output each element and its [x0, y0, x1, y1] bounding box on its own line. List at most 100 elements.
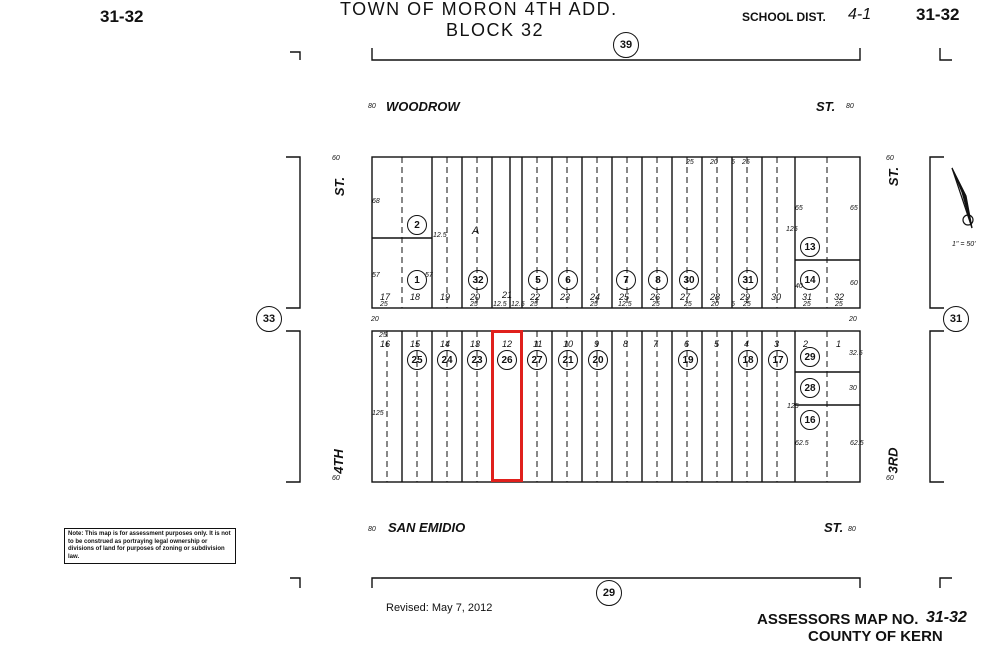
- lot-number: 21: [502, 290, 513, 300]
- parcel-number[interactable]: 17: [768, 350, 788, 370]
- lot-number: 22: [530, 292, 541, 302]
- street-east-lower: 3RD: [885, 447, 901, 474]
- parcel-number[interactable]: 21: [558, 350, 578, 370]
- lot-depth: 40: [795, 283, 803, 290]
- lot-depth: 125: [787, 403, 799, 410]
- lot-number: 7: [653, 339, 659, 349]
- parcel-number[interactable]: 6: [558, 270, 578, 290]
- street-north-suffix: ST.: [816, 99, 836, 114]
- lot-number: 16: [380, 339, 391, 349]
- parcel-number[interactable]: 27: [527, 350, 547, 370]
- lot-dimension: 25: [380, 301, 388, 308]
- lot-depth: 57: [425, 272, 433, 279]
- parcel-number[interactable]: 26: [497, 350, 517, 370]
- school-district-label: SCHOOL DIST.: [742, 10, 826, 24]
- assessors-map-number: 31-32: [926, 609, 967, 626]
- parcel-number[interactable]: 19: [678, 350, 698, 370]
- parcel-number[interactable]: 16: [800, 410, 820, 430]
- alley-width-label: 20: [849, 316, 857, 323]
- lot-number: 32: [834, 292, 845, 302]
- lot-dimension: 25: [803, 301, 811, 308]
- lot-number: 28: [710, 292, 721, 302]
- lot-dimension: 25: [470, 301, 478, 308]
- lot-dimension: 20: [711, 301, 719, 308]
- lot-dimension: 25: [684, 301, 692, 308]
- street-width-label: 60: [886, 155, 894, 162]
- lot-number: 11: [533, 339, 543, 349]
- parcel-number[interactable]: 30: [679, 270, 699, 290]
- parcel-number[interactable]: 23: [467, 350, 487, 370]
- lot-depth: 12.5: [433, 232, 447, 239]
- lot-number: 30: [771, 292, 782, 302]
- street-width-label: 60: [332, 475, 340, 482]
- street-north-name: WOODROW: [386, 99, 460, 114]
- parcel-number[interactable]: 25: [407, 350, 427, 370]
- lot-depth: 65: [795, 205, 803, 212]
- parcel-number[interactable]: 18: [738, 350, 758, 370]
- street-width-label: 80: [848, 526, 856, 533]
- county-name: COUNTY OF KERN: [808, 628, 943, 645]
- block-title: BLOCK 32: [446, 20, 545, 40]
- lot-number: 2: [803, 339, 809, 349]
- lot-number: 18: [410, 292, 421, 302]
- parcel-number[interactable]: 8: [648, 270, 668, 290]
- parcel-number[interactable]: 28: [800, 378, 820, 398]
- lot-number: 27: [680, 292, 691, 302]
- parcel-number[interactable]: 5: [528, 270, 548, 290]
- alley-width-label: 20: [371, 316, 379, 323]
- parcel-number[interactable]: 7: [616, 270, 636, 290]
- street-west-upper: ST.: [332, 176, 348, 197]
- lot-depth: 62.5: [850, 440, 864, 447]
- parcel-number[interactable]: 31: [738, 270, 758, 290]
- lot-dimension: 25: [742, 159, 750, 166]
- lot-depth: 32.5: [849, 350, 863, 357]
- adjacent-block-north: 39: [613, 32, 639, 58]
- parcel-number[interactable]: 24: [437, 350, 457, 370]
- lot-number: 31: [802, 292, 813, 302]
- sheet-number-left: 31-32: [100, 7, 144, 26]
- sheet-number-right: 31-32: [916, 5, 960, 24]
- parcel-number[interactable]: 13: [800, 237, 820, 257]
- lot-number: 3: [774, 339, 780, 349]
- lot-number: 9: [594, 339, 600, 349]
- lot-depth: 68: [372, 198, 380, 205]
- lot-number: 5: [714, 339, 720, 349]
- lot-dimension: 25: [686, 159, 694, 166]
- lot-dimension: 5: [731, 159, 735, 166]
- parcel-number[interactable]: 32: [468, 270, 488, 290]
- street-west-lower: 4TH: [330, 449, 346, 474]
- parcel-number[interactable]: 14: [800, 270, 820, 290]
- map-title: TOWN OF MORON 4TH ADD.: [340, 0, 618, 19]
- assessment-disclaimer-note: Note: This map is for assessment purpose…: [64, 528, 236, 564]
- selected-parcel-highlight[interactable]: [491, 330, 523, 482]
- street-width-label: 60: [332, 155, 340, 162]
- lot-number: 10: [563, 339, 574, 349]
- parcel-number[interactable]: 2: [407, 215, 427, 235]
- lot-number: 26: [650, 292, 661, 302]
- street-width-label: 80: [368, 526, 376, 533]
- lot-number: 29: [740, 292, 751, 302]
- lot-dimension: 25: [590, 301, 598, 308]
- lot-dimension: 12.5: [493, 301, 507, 308]
- lot-dimension: 20: [710, 159, 718, 166]
- lot-number: 19: [440, 292, 451, 302]
- lot-number: 23: [560, 292, 571, 302]
- adjacent-block-east: 31: [943, 306, 969, 332]
- lot-number: 1: [836, 339, 842, 349]
- lot-depth: 65: [850, 205, 858, 212]
- lot-number: 15: [410, 339, 421, 349]
- parcel-letter: A: [472, 225, 480, 237]
- lot-depth: 125: [372, 410, 384, 417]
- parcel-number[interactable]: 1: [407, 270, 427, 290]
- street-south-suffix: ST.: [824, 520, 844, 535]
- lot-number: 25: [619, 292, 630, 302]
- street-south-name: SAN EMIDIO: [388, 520, 466, 535]
- parcel-number[interactable]: 20: [588, 350, 608, 370]
- adjacent-block-south: 29: [596, 580, 622, 606]
- school-district-value: 4-1: [848, 6, 872, 23]
- parcel-number[interactable]: 29: [800, 347, 820, 367]
- street-width-label: 80: [368, 103, 376, 110]
- lot-dimension: 25: [530, 301, 538, 308]
- lot-depth: 30: [849, 385, 857, 392]
